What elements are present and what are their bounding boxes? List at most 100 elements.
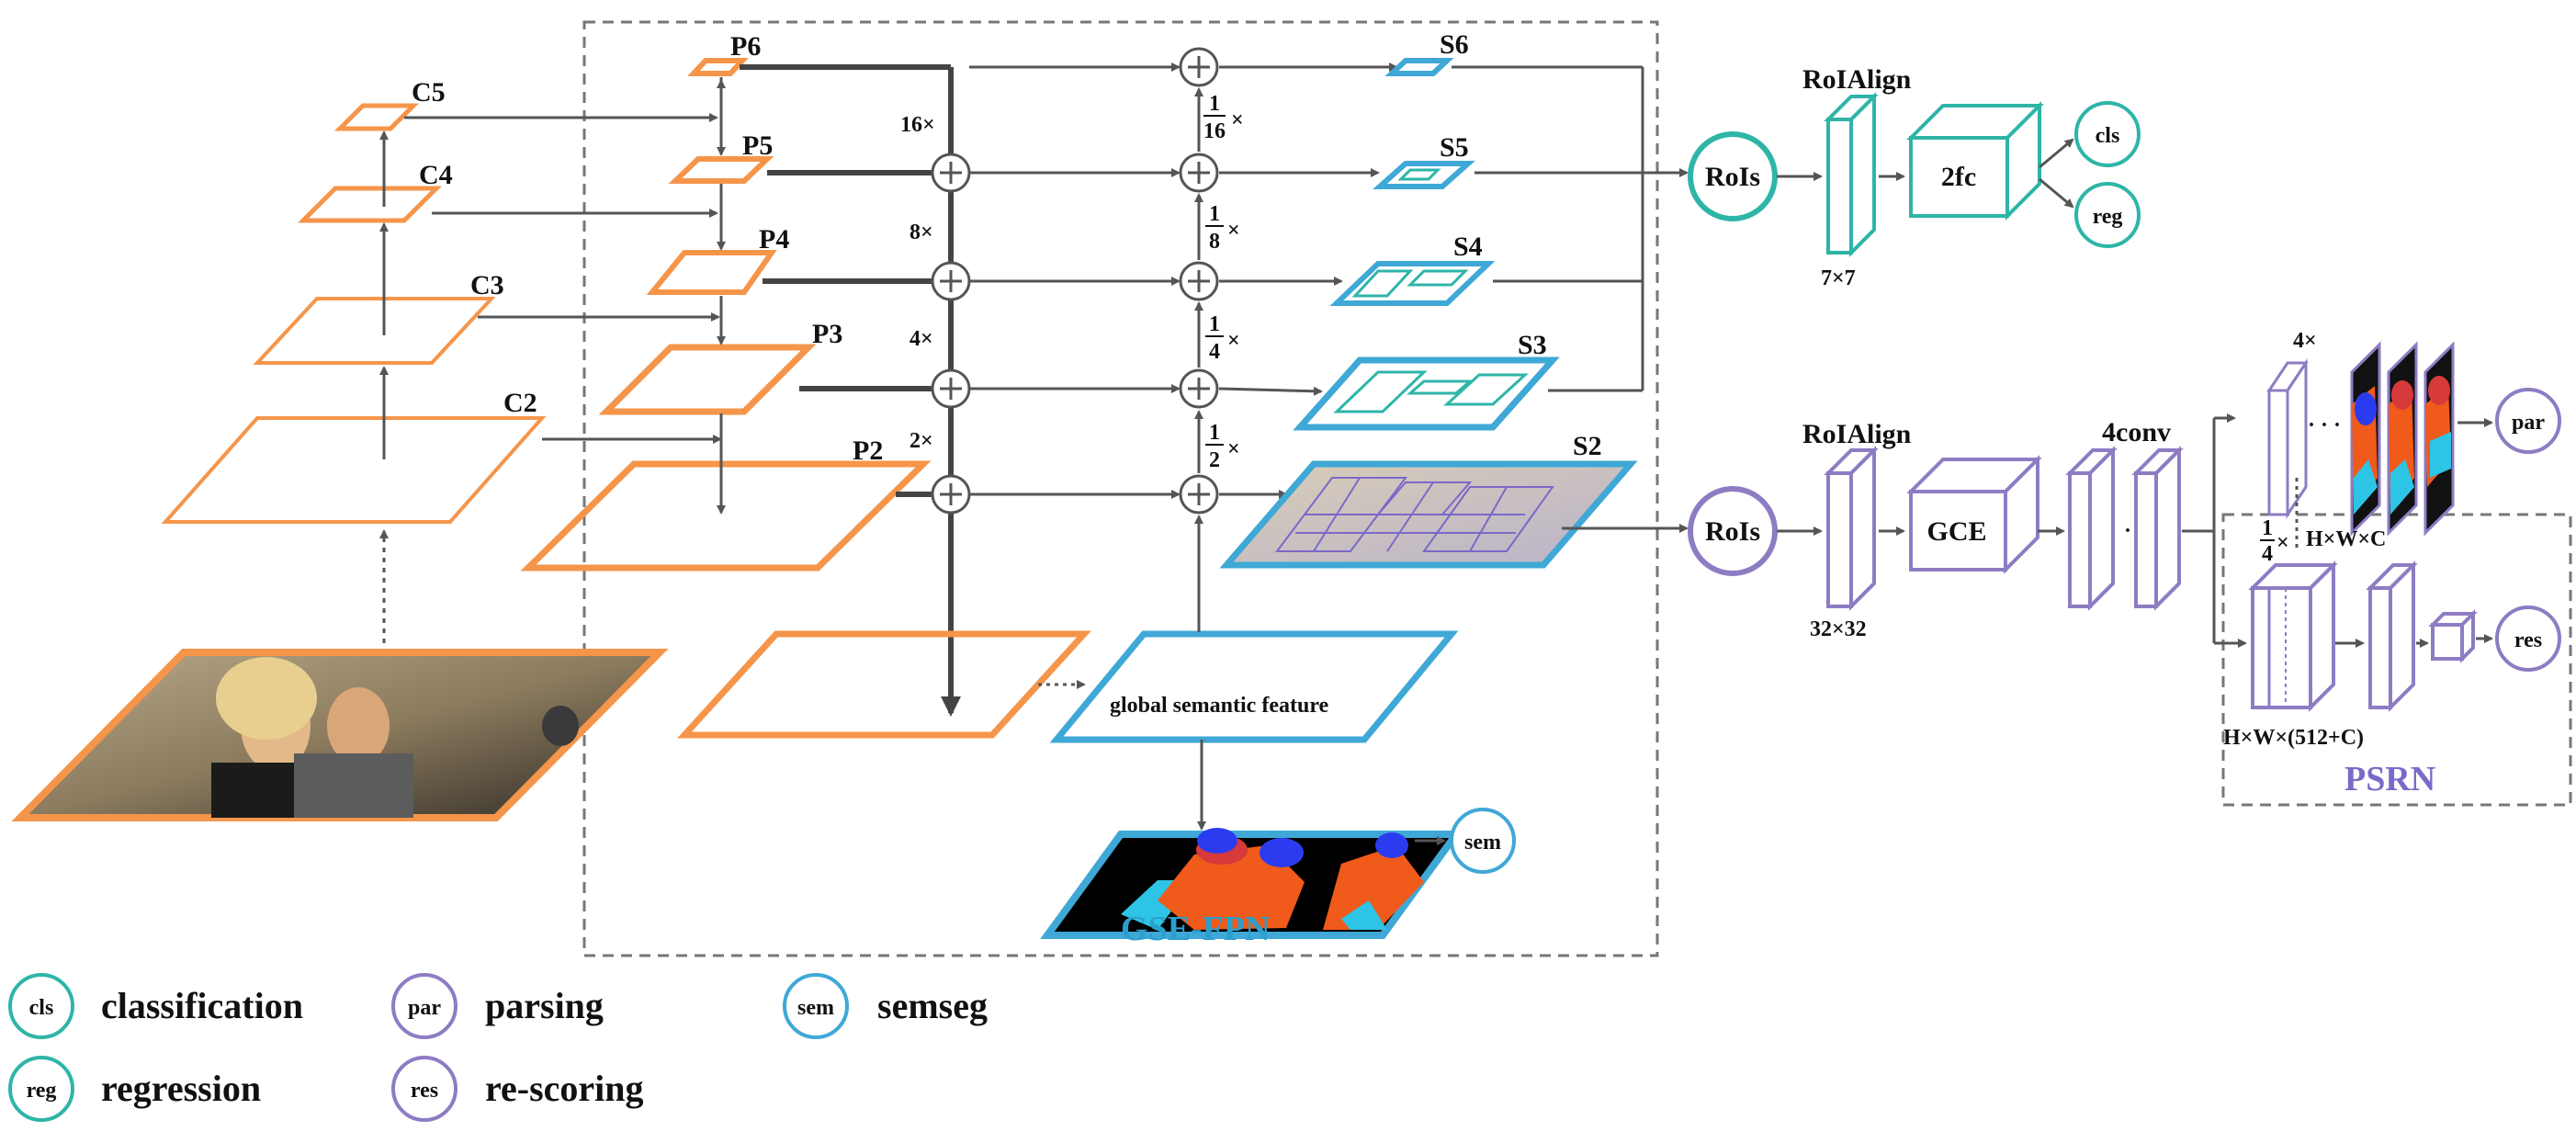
- svg-text:1: 1: [1209, 92, 1220, 116]
- roialign-det-label: RoIAlign: [1802, 64, 1912, 95]
- cls-node-label: cls: [2096, 124, 2120, 148]
- svg-text:classification: classification: [101, 985, 303, 1026]
- global-feature-map: [677, 630, 1091, 739]
- reg-node: [2074, 182, 2141, 248]
- label-s2: S2: [1573, 431, 1602, 461]
- trunk-sum-nodes: [931, 153, 971, 515]
- label-up16: 16×: [900, 113, 935, 137]
- global-semantic-feature-label: global semantic feature: [1110, 694, 1329, 718]
- det-output-arrows: [2039, 138, 2074, 209]
- gce-block: [1906, 455, 2042, 574]
- conv-block-1: [2065, 446, 2118, 611]
- hwc-label: H×W×C: [2306, 527, 2386, 551]
- svg-text:×: ×: [1227, 219, 1240, 243]
- legend-item-sem: sem semseg: [783, 973, 988, 1039]
- rois-parsing-label: RoIs: [1705, 516, 1760, 547]
- svg-text:8: 8: [1209, 230, 1220, 254]
- fpn-feature-p6: [687, 58, 749, 76]
- label-down16: 1 16 ×: [1203, 92, 1244, 143]
- svg-text:×: ×: [2277, 531, 2289, 555]
- reg-node-label: reg: [2093, 205, 2123, 229]
- lateral-arrows: [404, 113, 722, 444]
- legend-item-cls: cls classification: [8, 973, 303, 1039]
- gse-fpn-container: [582, 20, 1659, 957]
- fpn-feature-p4: [646, 250, 777, 295]
- fpn-feature-p3: [598, 344, 817, 415]
- legend-item-par: par parsing: [391, 973, 604, 1039]
- svg-text:1: 1: [2262, 516, 2273, 540]
- svg-text:semseg: semseg: [877, 985, 988, 1026]
- label-c3: C3: [470, 270, 504, 300]
- input-image: [11, 649, 669, 821]
- svg-text:par: par: [408, 996, 441, 1020]
- quarter-label: 1 4 ×: [2260, 516, 2289, 566]
- svg-text:16: 16: [1203, 119, 1226, 143]
- svg-text:parsing: parsing: [485, 985, 604, 1026]
- level-connections: [969, 62, 1398, 499]
- label-up8: 8×: [910, 221, 933, 244]
- label-s4: S4: [1453, 232, 1483, 262]
- conv-block-2: [2131, 446, 2184, 611]
- hwc2-label: H×W×(512+C): [2223, 726, 2364, 750]
- svg-text:×: ×: [1227, 329, 1240, 353]
- svg-text:1: 1: [1209, 421, 1220, 445]
- roialign-par-label: RoIAlign: [1802, 419, 1912, 449]
- res-node-label: res: [2514, 628, 2542, 652]
- svg-text:1: 1: [1209, 202, 1220, 226]
- roialign-det-block: [1824, 92, 1879, 257]
- label-p6: P6: [730, 31, 761, 62]
- svg-text:re-scoring: re-scoring: [485, 1068, 644, 1109]
- psrn-conv-block: [2366, 560, 2418, 712]
- legend-item-reg: reg regression: [8, 1056, 261, 1122]
- semantic-feature-s2: [1219, 460, 1638, 569]
- svg-text:res: res: [411, 1079, 438, 1103]
- svg-text:reg: reg: [27, 1079, 57, 1103]
- par-node-label: par: [2512, 411, 2545, 435]
- label-s3: S3: [1518, 330, 1547, 360]
- cls-node: [2074, 101, 2141, 167]
- backbone-feature-c5: [333, 103, 420, 131]
- collector-lines: [1452, 65, 1689, 533]
- label-c5: C5: [412, 77, 446, 108]
- label-s5: S5: [1440, 132, 1469, 163]
- svg-text:4: 4: [1209, 340, 1220, 364]
- svg-text:×: ×: [1227, 437, 1240, 461]
- roialign-par-block: [1824, 446, 1879, 611]
- svg-text:regression: regression: [101, 1068, 261, 1109]
- label-p3: P3: [812, 319, 842, 349]
- rois-detection: [1688, 131, 1778, 221]
- rois-parsing: [1688, 486, 1778, 576]
- svg-text:1: 1: [1209, 312, 1220, 336]
- semantic-feature-s6: [1384, 58, 1454, 76]
- gse-fpn-title: GSE-FPN: [1121, 910, 1271, 948]
- semantic-feature-s4: [1329, 261, 1496, 306]
- psrn-title: PSRN: [2344, 760, 2435, 798]
- fpn-feature-p5: [668, 156, 774, 184]
- backbone-feature-c2: [161, 416, 547, 524]
- label-up4: 4×: [910, 327, 933, 351]
- svg-text:4: 4: [2262, 542, 2273, 566]
- psrn-fc-block: [2428, 609, 2478, 663]
- semantic-sum-nodes: [1179, 47, 1219, 515]
- fpn-feature-p2: [520, 460, 932, 572]
- label-p5: P5: [742, 130, 773, 161]
- label-up2: 2×: [910, 429, 933, 453]
- backbone-feature-c4: [297, 186, 443, 223]
- sem-node: [1450, 808, 1516, 874]
- gce-label: GCE: [1926, 516, 1986, 547]
- fc-block: [1906, 101, 2044, 221]
- legend-item-res: res re-scoring: [391, 1056, 644, 1122]
- semantic-segmentation-map: [1040, 828, 1463, 939]
- par-size-label: 32×32: [1810, 617, 1867, 641]
- svg-text:2: 2: [1209, 448, 1220, 472]
- par-node: [2495, 388, 2561, 454]
- svg-text:sem: sem: [797, 996, 834, 1020]
- res-node: [2495, 605, 2561, 672]
- svg-text:×: ×: [1231, 108, 1244, 132]
- psrn-concat-block: [2248, 560, 2338, 712]
- svg-text:cls: cls: [29, 996, 54, 1020]
- rois-detection-label: RoIs: [1705, 162, 1760, 192]
- backbone-feature-c3: [253, 297, 496, 365]
- label-down4: 1 4 ×: [1205, 312, 1240, 364]
- label-down2: 1 2 ×: [1205, 421, 1240, 472]
